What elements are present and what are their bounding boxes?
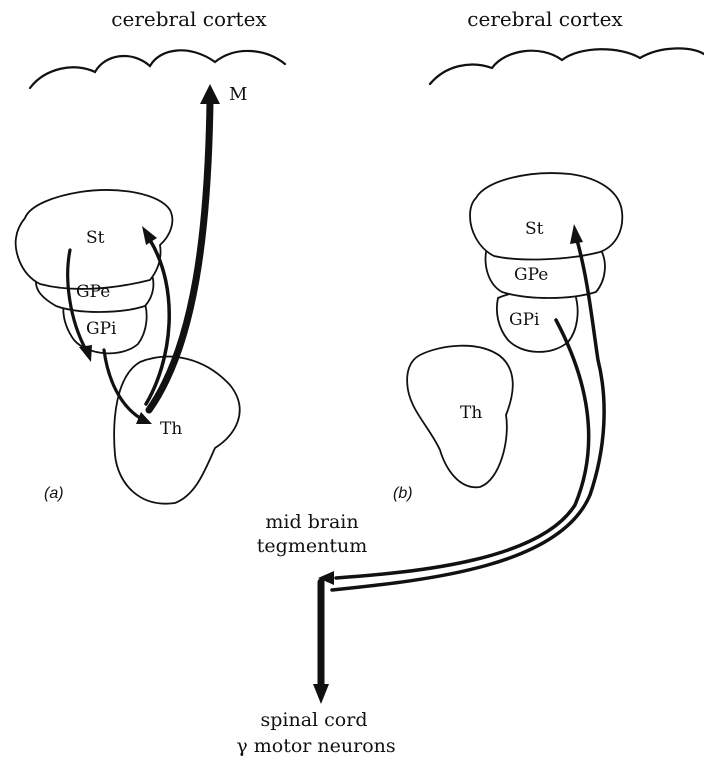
panel-b-cortex-label: cerebral cortex	[467, 7, 623, 31]
panel-a-panel-label: (a)	[44, 485, 64, 502]
panel-b-panel-label: (b)	[393, 485, 413, 502]
panel-a: cerebral cortex St GPe GPi Th M (a)	[16, 7, 285, 504]
panel-a-cortex-outline	[30, 50, 285, 88]
panel-b-cortex-outline	[430, 48, 704, 84]
panel-a-arrowhead-m	[200, 84, 220, 104]
panel-b-spinal-line1: spinal cord	[261, 709, 368, 731]
panel-b-th-label: Th	[460, 403, 482, 423]
panel-b-midbrain-line2: tegmentum	[257, 535, 367, 557]
panel-b-gpe-label: GPe	[514, 265, 548, 285]
panel-a-m-label: M	[229, 84, 247, 105]
panel-a-gpi-label: GPi	[86, 319, 117, 339]
panel-b-st-label: St	[525, 219, 544, 239]
panel-a-gpe-label: GPe	[76, 282, 110, 302]
panel-b-striatum	[470, 173, 622, 259]
panel-b-arrowhead-spinal	[313, 684, 329, 704]
panel-b: cerebral cortex St GPe GPi Th (b) mid br…	[236, 7, 704, 757]
panel-a-st-label: St	[86, 228, 105, 248]
panel-a-th-label: Th	[160, 419, 182, 439]
panel-b-midbrain-line1: mid brain	[265, 511, 358, 533]
panel-a-arrowhead-gpi	[79, 345, 92, 362]
panel-a-cortex-label: cerebral cortex	[111, 7, 267, 31]
panel-b-spinal-line2: γ motor neurons	[236, 735, 395, 757]
panel-b-gpi-label: GPi	[509, 310, 540, 330]
